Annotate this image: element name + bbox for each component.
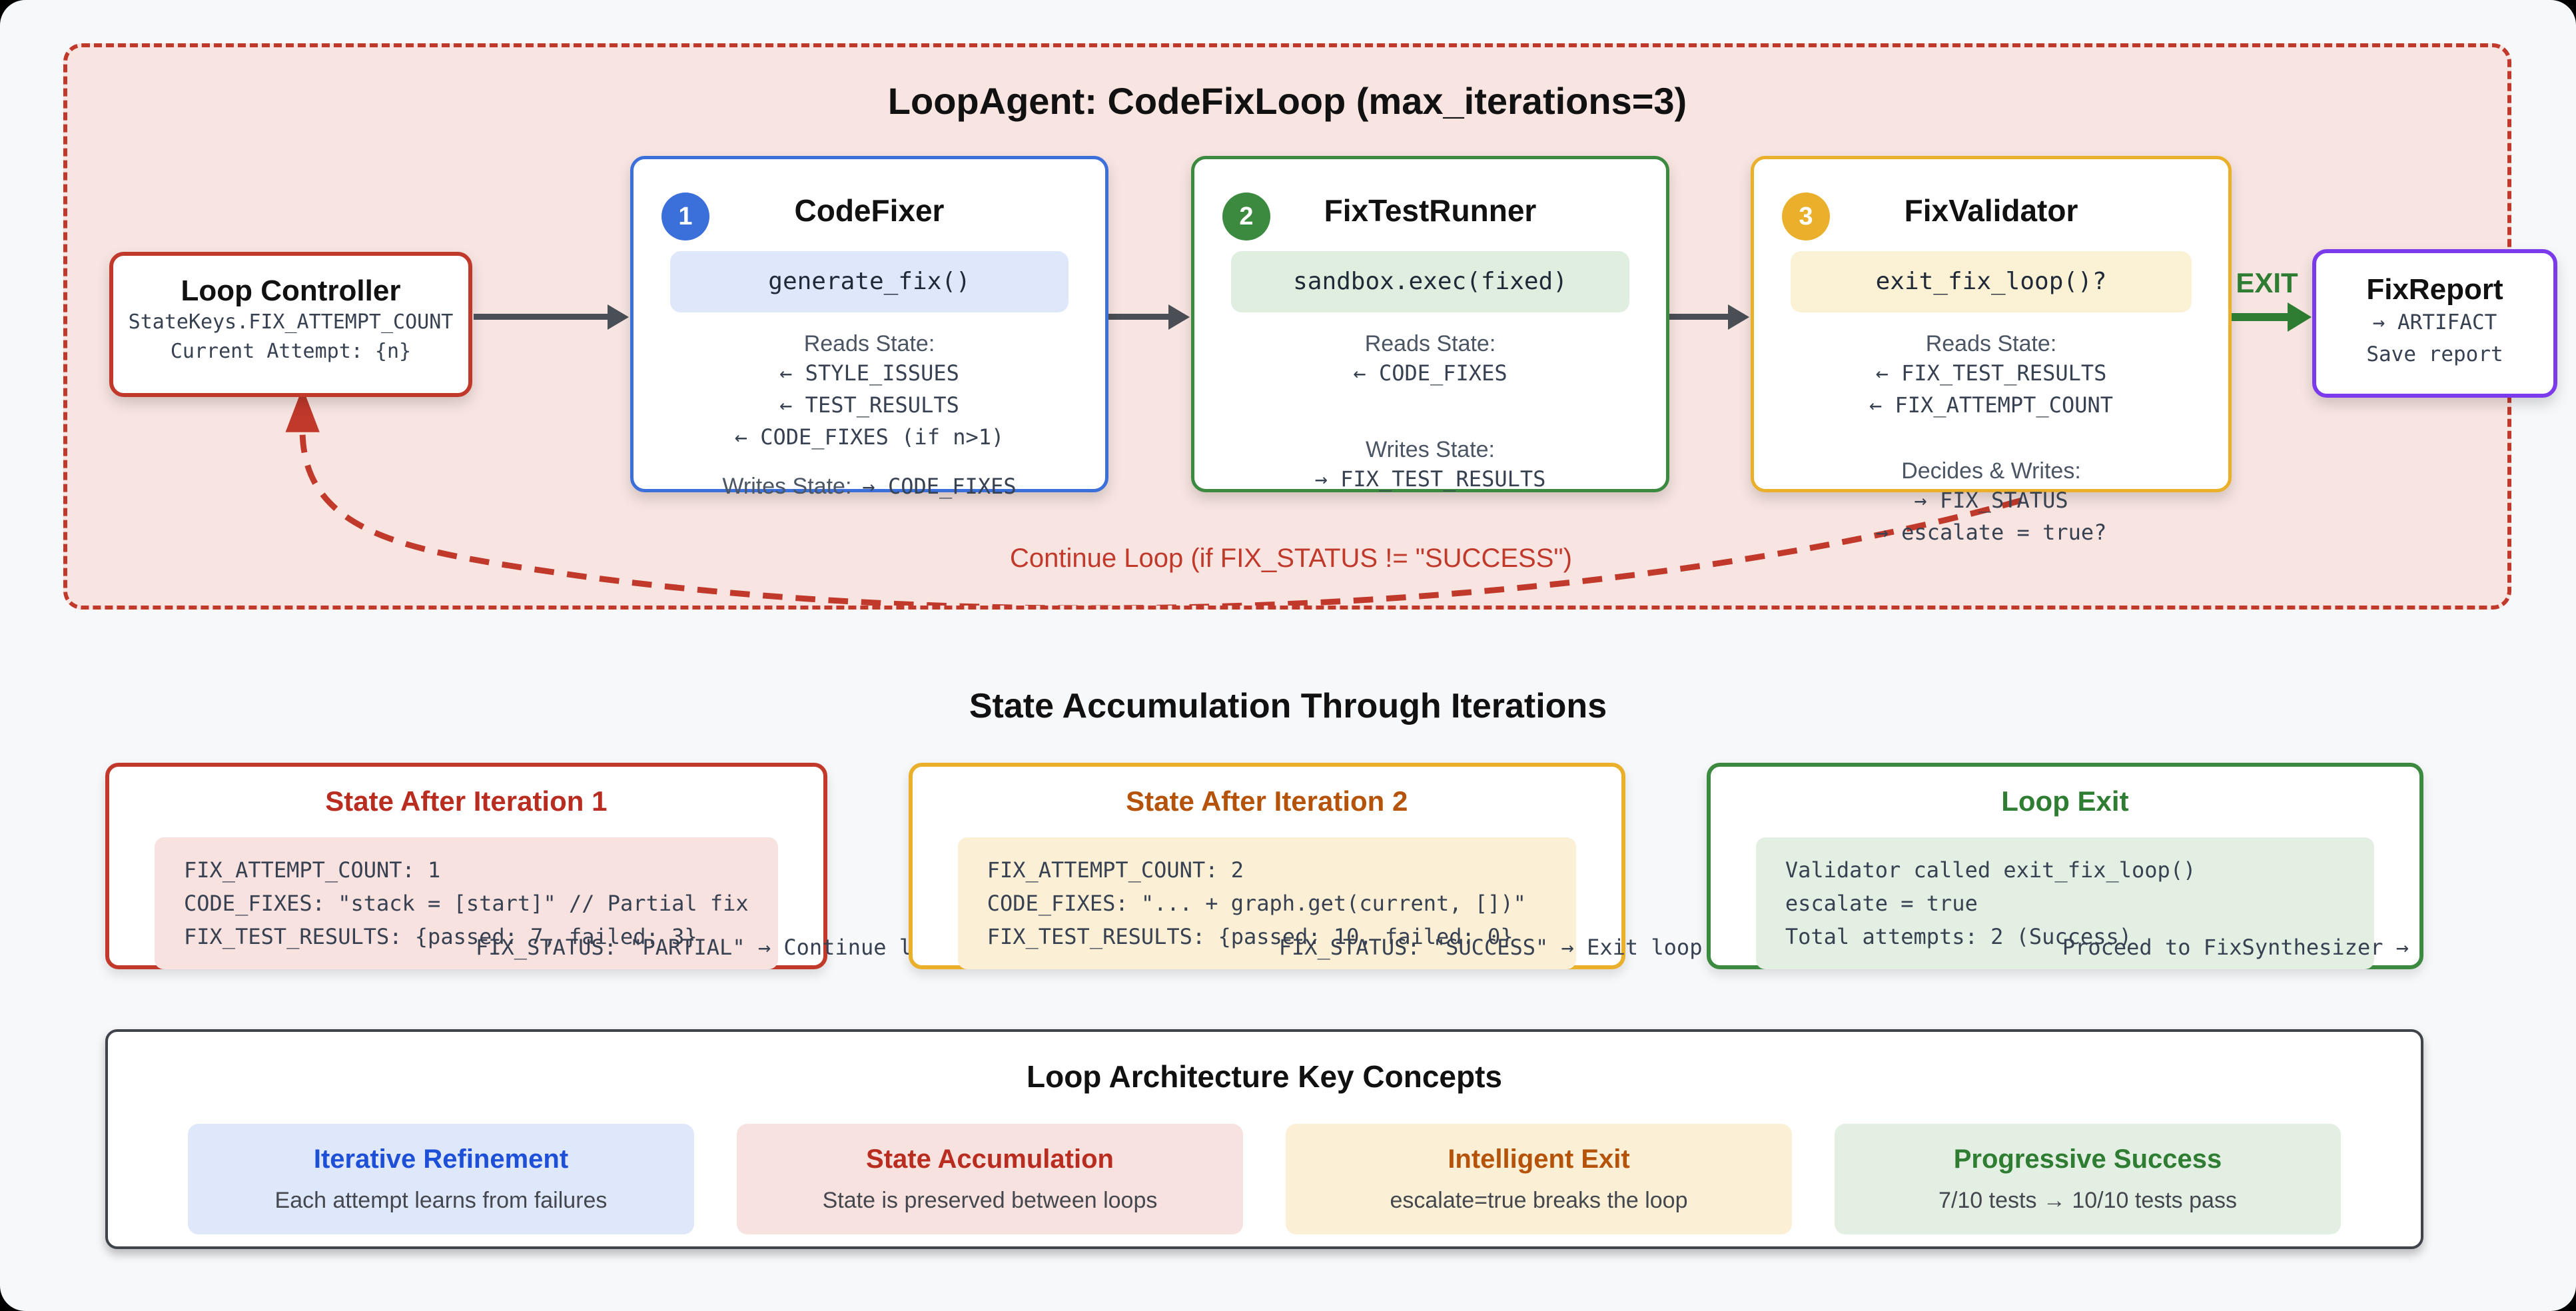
code-line: FIX_TEST_RESULTS: {passed: 10, failed: 0… bbox=[987, 924, 1513, 949]
write-key: → FIX_TEST_RESULTS bbox=[1314, 466, 1546, 492]
concept-intelligent-exit: Intelligent Exit escalate=true breaks th… bbox=[1286, 1124, 1792, 1234]
state-card-title: State After Iteration 1 bbox=[325, 785, 608, 817]
arrow-codefixer-to-testrunner bbox=[1108, 314, 1170, 320]
fix-status-line: FIX_STATUS: "PARTIAL" → Continue loop bbox=[476, 935, 951, 960]
read-key: ← STYLE_ISSUES bbox=[779, 360, 959, 386]
loop-exit-card: Loop Exit Validator called exit_fix_loop… bbox=[1706, 763, 2423, 969]
state-card-title: Loop Exit bbox=[2001, 785, 2129, 817]
write-key: → FIX_STATUS bbox=[1914, 488, 2068, 513]
fixreport-save: Save report bbox=[2366, 342, 2503, 366]
code-line: CODE_FIXES: "stack = [start]" // Partial… bbox=[184, 891, 749, 916]
reads-state-label: Reads State: bbox=[1364, 331, 1496, 356]
write-key: → CODE_FIXES bbox=[862, 474, 1017, 499]
loop-controller-statekey: StateKeys.FIX_ATTEMPT_COUNT bbox=[128, 310, 454, 334]
reads-state-label: Reads State: bbox=[803, 331, 935, 356]
loop-controller-attempt: Current Attempt: {n} bbox=[170, 340, 412, 363]
loop-controller-node: Loop Controller StateKeys.FIX_ATTEMPT_CO… bbox=[109, 252, 472, 397]
concept-desc: Each attempt learns from failures bbox=[274, 1188, 608, 1213]
concept-desc: escalate=true breaks the loop bbox=[1390, 1188, 1688, 1213]
concept-title: Iterative Refinement bbox=[313, 1144, 569, 1174]
fixtestrunner-node: 2 FixTestRunner sandbox.exec(fixed) Read… bbox=[1191, 156, 1669, 492]
concept-desc: State is preserved between loops bbox=[822, 1188, 1158, 1213]
fixvalidator-function-pill: exit_fix_loop()? bbox=[1791, 251, 2192, 312]
state-cards-row: State After Iteration 1 FIX_ATTEMPT_COUN… bbox=[105, 763, 2423, 969]
read-key: ← TEST_RESULTS bbox=[779, 392, 959, 418]
codefixer-title: CodeFixer bbox=[794, 193, 945, 228]
read-key: ← FIX_TEST_RESULTS bbox=[1875, 360, 2107, 386]
concept-tiles-row: Iterative Refinement Each attempt learns… bbox=[188, 1124, 2341, 1234]
state-section-title: State Accumulation Through Iterations bbox=[969, 687, 1607, 725]
fixtestrunner-title: FixTestRunner bbox=[1324, 193, 1537, 228]
decides-writes-label: Decides & Writes: bbox=[1901, 458, 2081, 484]
reads-state-label: Reads State: bbox=[1925, 331, 2057, 356]
loop-agent-container: LoopAgent: CodeFixLoop (max_iterations=3… bbox=[63, 43, 2557, 610]
state-code-block: FIX_ATTEMPT_COUNT: 1 CODE_FIXES: "stack … bbox=[155, 837, 778, 969]
fixtestrunner-function-pill: sandbox.exec(fixed) bbox=[1231, 251, 1629, 312]
arrow-exit-to-report bbox=[2232, 313, 2289, 321]
read-key: ← CODE_FIXES bbox=[1353, 360, 1507, 386]
code-line: FIX_TEST_RESULTS: {passed: 7, failed: 3} bbox=[184, 924, 697, 949]
proceed-line: Proceed to FixSynthesizer → bbox=[2062, 935, 2409, 960]
loop-controller-title: Loop Controller bbox=[181, 274, 401, 307]
code-line: FIX_ATTEMPT_COUNT: 1 bbox=[184, 857, 441, 883]
exit-label: EXIT bbox=[2236, 267, 2298, 298]
fixvalidator-title: FixValidator bbox=[1904, 193, 2078, 228]
code-line: FIX_ATTEMPT_COUNT: 2 bbox=[987, 857, 1244, 883]
step-badge-2: 2 bbox=[1222, 193, 1270, 240]
code-line: Total attempts: 2 (Success) bbox=[1785, 924, 2132, 949]
read-key: ← FIX_ATTEMPT_COUNT bbox=[1869, 392, 2114, 418]
arrow-controller-to-codefixer bbox=[474, 314, 609, 320]
read-key: ← CODE_FIXES (if n>1) bbox=[734, 424, 1005, 450]
key-concepts-title: Loop Architecture Key Concepts bbox=[1027, 1059, 1502, 1094]
writes-state-label: Writes State: bbox=[722, 474, 852, 499]
concept-state-accumulation: State Accumulation State is preserved be… bbox=[737, 1124, 1243, 1234]
fix-status-line: FIX_STATUS: "SUCCESS" → Exit loop bbox=[1278, 935, 1703, 960]
write-key-escalate: → escalate = true? bbox=[1875, 520, 2107, 545]
state-code-block: Validator called exit_fix_loop() escalat… bbox=[1755, 837, 2374, 969]
state-iteration-2-card: State After Iteration 2 FIX_ATTEMPT_COUN… bbox=[908, 763, 1702, 969]
concept-title: Progressive Success bbox=[1953, 1144, 2222, 1174]
state-card-title: State After Iteration 2 bbox=[1126, 785, 1408, 817]
codefixer-node: 1 CodeFixer generate_fix() Reads State: … bbox=[630, 156, 1108, 499]
key-concepts-panel: Loop Architecture Key Concepts Iterative… bbox=[105, 1029, 2423, 1249]
codefixer-function-pill: generate_fix() bbox=[670, 251, 1069, 312]
state-code-block: FIX_ATTEMPT_COUNT: 2 CODE_FIXES: "... + … bbox=[957, 837, 1576, 969]
concept-desc: 7/10 tests → 10/10 tests pass bbox=[1938, 1188, 2237, 1213]
state-iteration-1-card: State After Iteration 1 FIX_ATTEMPT_COUN… bbox=[105, 763, 951, 969]
arrow-testrunner-to-validator bbox=[1669, 314, 1729, 320]
code-line: CODE_FIXES: "... + graph.get(current, []… bbox=[987, 891, 1526, 916]
loop-title: LoopAgent: CodeFixLoop (max_iterations=3… bbox=[887, 80, 1687, 122]
step-badge-1: 1 bbox=[661, 193, 709, 240]
concept-title: Intelligent Exit bbox=[1448, 1144, 1630, 1174]
fixreport-artifact: → ARTIFACT bbox=[2372, 310, 2497, 334]
writes-state-label: Writes State: bbox=[1366, 437, 1495, 462]
code-line: escalate = true bbox=[1785, 891, 1978, 916]
fixreport-node: FixReport → ARTIFACT Save report bbox=[2312, 249, 2557, 398]
concept-iterative-refinement: Iterative Refinement Each attempt learns… bbox=[188, 1124, 694, 1234]
step-badge-3: 3 bbox=[1782, 193, 1830, 240]
concept-title: State Accumulation bbox=[866, 1144, 1114, 1174]
code-line: Validator called exit_fix_loop() bbox=[1785, 857, 2196, 883]
concept-progressive-success: Progressive Success 7/10 tests → 10/10 t… bbox=[1835, 1124, 2341, 1234]
fixreport-title: FixReport bbox=[2366, 273, 2503, 306]
fixvalidator-node: 3 FixValidator exit_fix_loop()? Reads St… bbox=[1751, 156, 2232, 545]
continue-loop-label: Continue Loop (if FIX_STATUS != "SUCCESS… bbox=[1010, 544, 1572, 573]
